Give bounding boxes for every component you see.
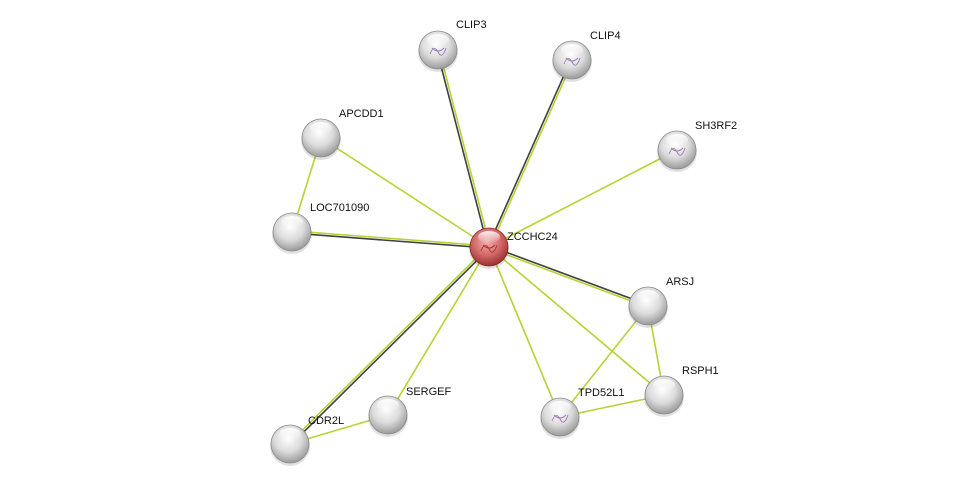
node-ARSJ[interactable]: ARSJ	[628, 276, 694, 328]
edge-ZCCHC24-SERGEF-green[interactable]	[387, 246, 490, 416]
edge-ZCCHC24-CLIP4-green[interactable]	[489, 60, 574, 248]
node-highlight	[478, 231, 500, 243]
edge-ZCCHC24-CLIP4-black[interactable]	[487, 59, 572, 247]
node-SH3RF2[interactable]: SH3RF2	[657, 120, 737, 172]
node-label: ARSJ	[666, 276, 694, 288]
node-label: CLIP3	[456, 19, 487, 31]
node-label: SH3RF2	[695, 120, 737, 132]
node-LOC701090[interactable]: LOC701090	[272, 202, 369, 254]
edge-ZCCHC24-ARSJ-black[interactable]	[489, 245, 649, 306]
edge-ZCCHC24-CDR2L-black[interactable]	[290, 247, 491, 446]
protein-structure-icon	[563, 57, 581, 66]
node-highlight	[666, 134, 688, 146]
node-label: CDR2L	[308, 415, 344, 427]
protein-structure-icon	[429, 47, 447, 56]
protein-structure-icon	[551, 414, 569, 423]
edge-ZCCHC24-SH3RF2-green[interactable]	[488, 149, 678, 248]
edge-ZCCHC24-CDR2L-green[interactable]	[288, 245, 489, 444]
node-highlight	[281, 216, 303, 228]
edge-ZCCHC24-APCDD1-green[interactable]	[320, 137, 490, 248]
node-highlight	[310, 122, 332, 134]
edge-ZCCHC24-CLIP3-black[interactable]	[436, 50, 489, 248]
node-label: ZCCHC24	[507, 231, 558, 243]
node-label: RSPH1	[682, 365, 719, 377]
node-label: SERGEF	[406, 386, 452, 398]
edge-ZCCHC24-LOC701090-green[interactable]	[292, 230, 490, 247]
protein-structure-icon	[480, 244, 498, 253]
node-RSPH1[interactable]: RSPH1	[644, 365, 719, 417]
edge-ZCCHC24-CLIP3-green[interactable]	[438, 49, 491, 247]
edge-ZCCHC24-RSPH1-green[interactable]	[488, 246, 665, 396]
node-highlight	[637, 290, 659, 302]
node-highlight	[279, 428, 301, 440]
node-label: TPD52L1	[578, 387, 624, 399]
node-label: LOC701090	[310, 202, 369, 214]
node-CLIP4[interactable]: CLIP4	[552, 30, 621, 82]
node-TPD52L1[interactable]: TPD52L1	[540, 387, 624, 439]
node-CDR2L[interactable]: CDR2L	[270, 415, 344, 466]
edge-ZCCHC24-LOC701090-black[interactable]	[291, 232, 489, 249]
node-highlight	[377, 399, 399, 411]
node-ZCCHC24[interactable]: ZCCHC24	[469, 227, 558, 269]
node-label: APCDD1	[339, 108, 384, 120]
node-APCDD1[interactable]: APCDD1	[301, 108, 384, 160]
node-CLIP3[interactable]: CLIP3	[418, 19, 487, 72]
node-highlight	[653, 379, 675, 391]
node-highlight	[427, 34, 449, 46]
edge-ZCCHC24-ARSJ-green[interactable]	[488, 247, 648, 308]
node-SERGEF[interactable]: SERGEF	[368, 386, 452, 437]
edge-ZCCHC24-TPD52L1-green[interactable]	[488, 246, 561, 418]
node-highlight	[549, 401, 571, 413]
edge-ARSJ-TPD52L1-green[interactable]	[559, 305, 649, 418]
node-label: CLIP4	[590, 30, 621, 42]
node-highlight	[561, 44, 583, 56]
protein-structure-icon	[668, 147, 686, 156]
